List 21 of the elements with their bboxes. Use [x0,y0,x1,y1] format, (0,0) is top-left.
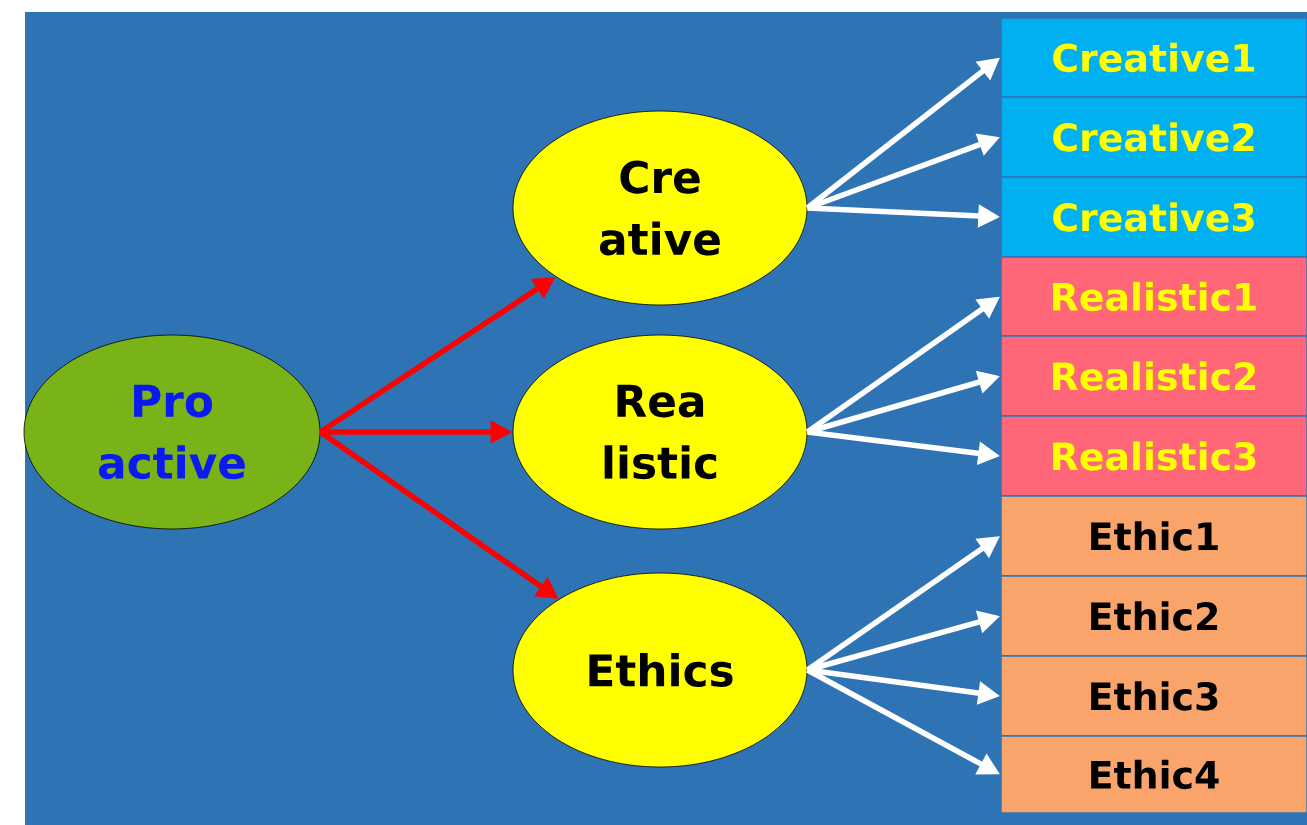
label-box: Ethic2 [1000,575,1307,657]
node-label: Creative1 [1053,42,1255,73]
label-box: Ethic3 [1000,655,1307,737]
node-label: Realistic2 [1053,361,1256,391]
node-label: Realistic1 [1053,281,1256,312]
label-box: Creative2 [1000,96,1307,178]
label-box: Creative1 [1000,17,1307,98]
label-box: Ethic4 [1000,735,1307,814]
label-box: Realistic2 [1000,335,1307,417]
ellipse-node: Cre ative [512,110,808,306]
label-box: Ethic1 [1000,495,1307,577]
ellipse-node: Pro active [23,334,321,530]
ellipse-node: Rea listic [512,334,808,530]
ellipse-node: Ethics [512,572,808,768]
label-box: Creative3 [1000,176,1307,258]
node-label: Ethic1 [1091,521,1218,551]
node-label: Creative2 [1053,122,1254,152]
label-box: Realistic1 [1000,256,1307,337]
node-label: Ethic2 [1091,601,1218,631]
node-label: Ethic3 [1091,681,1218,711]
label-box: Realistic3 [1000,415,1307,497]
